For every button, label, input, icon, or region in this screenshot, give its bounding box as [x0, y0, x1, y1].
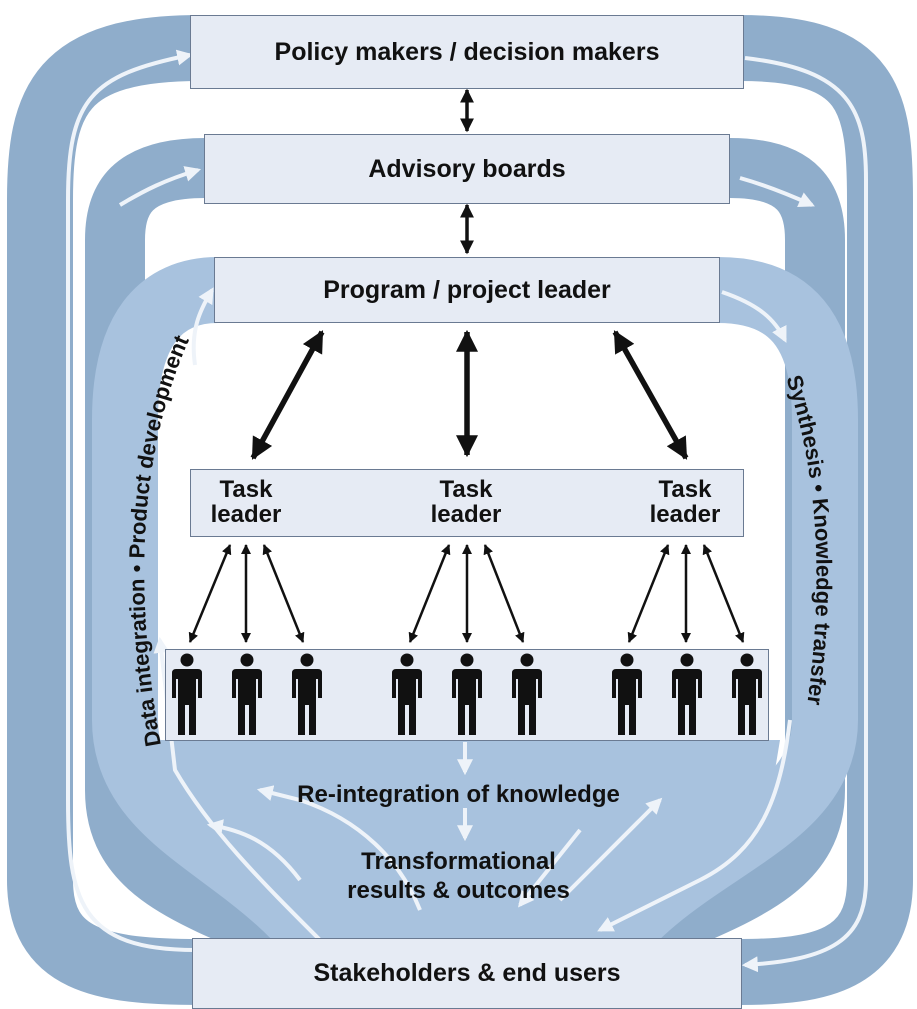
- person-icon: [510, 653, 544, 737]
- task-leader-1-line1: Task: [219, 476, 273, 503]
- program-leader-box: Program / project leader: [214, 257, 720, 323]
- reintegration-label: Re-integration of knowledge: [297, 781, 620, 808]
- task-leader-3: Task leader: [625, 477, 745, 527]
- advisory-boards-box: Advisory boards: [204, 134, 730, 204]
- person-icon: [730, 653, 764, 737]
- task-leader-row: [190, 469, 744, 537]
- program-leader-label: Program / project leader: [323, 275, 611, 304]
- person-icon: [670, 653, 704, 737]
- task-leader-3-line2: leader: [649, 501, 721, 528]
- policy-makers-box: Policy makers / decision makers: [190, 15, 744, 89]
- task-leader-3-line1: Task: [658, 476, 712, 503]
- outer-feedback-band: [7, 15, 913, 1005]
- task-leader-2: Task leader: [406, 477, 526, 527]
- stakeholders-box: Stakeholders & end users: [192, 938, 742, 1009]
- person-icon: [610, 653, 644, 737]
- transformational-line-2: results & outcomes: [347, 877, 570, 904]
- advisory-boards-label: Advisory boards: [368, 154, 566, 183]
- person-icon: [170, 653, 204, 737]
- person-icon: [390, 653, 424, 737]
- task-leader-2-line2: leader: [430, 501, 502, 528]
- task-leader-2-line1: Task: [439, 476, 493, 503]
- task-leader-1-line2: leader: [210, 501, 282, 528]
- policy-makers-label: Policy makers / decision makers: [274, 37, 660, 66]
- stakeholders-label: Stakeholders & end users: [313, 959, 621, 987]
- hierarchy-arrows: [188, 88, 745, 643]
- person-icon: [230, 653, 264, 737]
- person-icon: [450, 653, 484, 737]
- transformational-line-1: Transformational: [361, 848, 556, 875]
- task-leader-1: Task leader: [186, 477, 306, 527]
- person-icon: [290, 653, 324, 737]
- flow-arrows: [66, 49, 868, 973]
